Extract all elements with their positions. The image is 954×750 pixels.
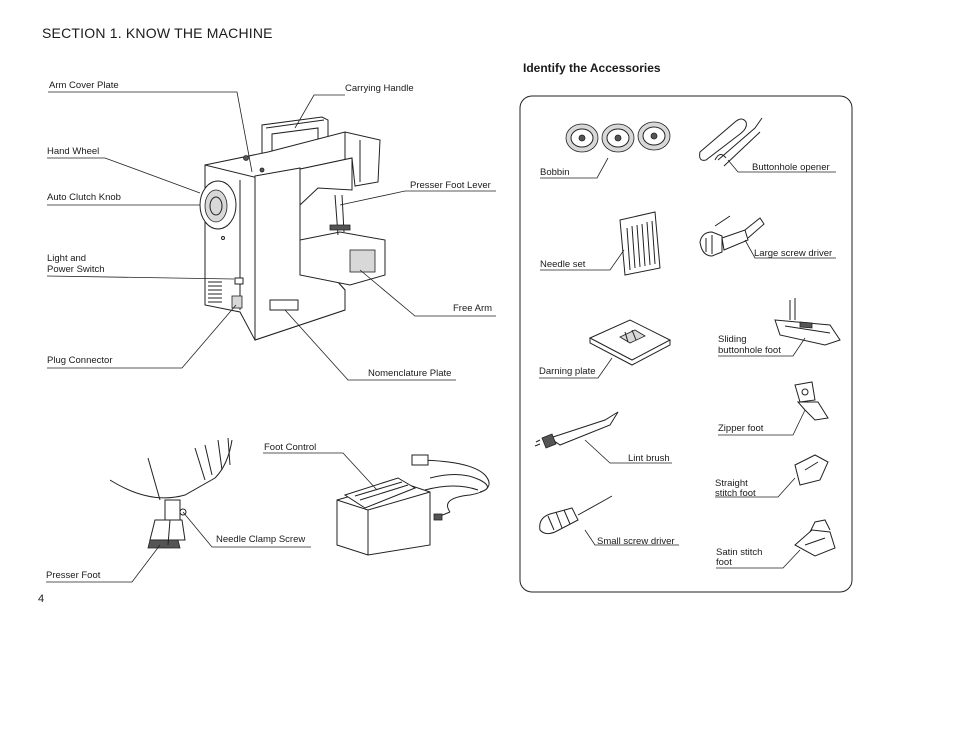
zipper-foot-icon (794, 381, 829, 421)
needle-set-icon (619, 211, 661, 276)
sliding-foot-icon (774, 298, 841, 346)
machine-leader-lines (46, 91, 496, 381)
label-buttonhole-opener: Buttonhole opener (752, 162, 830, 173)
buttonhole-opener-icon (699, 117, 763, 167)
label-bobbin: Bobbin (540, 167, 570, 178)
straight-foot-icon (794, 454, 829, 486)
sewing-machine-icon (199, 116, 386, 341)
label-large-screw-driver: Large screw driver (754, 248, 833, 259)
foot-control-icon (336, 454, 490, 556)
label-satin-1: Satin stitch (716, 547, 763, 558)
section-title: SECTION 1. KNOW THE MACHINE (42, 25, 273, 41)
label-power-switch: Power Switch (47, 264, 105, 275)
bobbin-icon (565, 121, 671, 153)
label-nomenclature-plate: Nomenclature Plate (368, 368, 452, 379)
label-satin-2: foot (716, 557, 732, 568)
label-foot-control: Foot Control (264, 442, 317, 453)
label-sliding-1: Sliding (718, 334, 747, 345)
label-arm-cover-plate: Arm Cover Plate (49, 80, 119, 91)
label-needle-clamp-screw: Needle Clamp Screw (216, 534, 306, 545)
label-straight-2: stitch foot (715, 488, 756, 499)
label-light-and: Light and (47, 253, 87, 264)
label-straight-1: Straight (715, 478, 748, 489)
label-sliding-2: buttonhole foot (718, 345, 781, 356)
label-needle-set: Needle set (540, 259, 586, 270)
accessories-panel (519, 95, 853, 593)
label-plug-connector: Plug Connector (47, 355, 113, 366)
label-small-screw-driver: Small screw driver (597, 536, 675, 547)
label-free-arm: Free Arm (453, 303, 493, 314)
label-carrying-handle: Carrying Handle (345, 83, 414, 94)
label-lint-brush: Lint brush (628, 453, 670, 464)
label-presser-foot-lever: Presser Foot Lever (410, 180, 491, 191)
label-hand-wheel: Hand Wheel (47, 146, 100, 157)
darning-plate-icon (588, 319, 672, 366)
label-zipper-foot: Zipper foot (718, 423, 764, 434)
label-darning-plate: Darning plate (539, 366, 596, 377)
satin-foot-icon (794, 519, 836, 557)
accessories-title: Identify the Accessories (523, 61, 661, 75)
screwdriver-icon (699, 215, 765, 257)
label-presser-foot: Presser Foot (46, 570, 101, 581)
small-screwdriver-icon (539, 495, 613, 535)
page-number: 4 (38, 593, 45, 605)
presser-foot-icon (109, 437, 233, 549)
lint-brush-icon (534, 411, 619, 449)
label-auto-clutch-knob: Auto Clutch Knob (47, 192, 121, 203)
